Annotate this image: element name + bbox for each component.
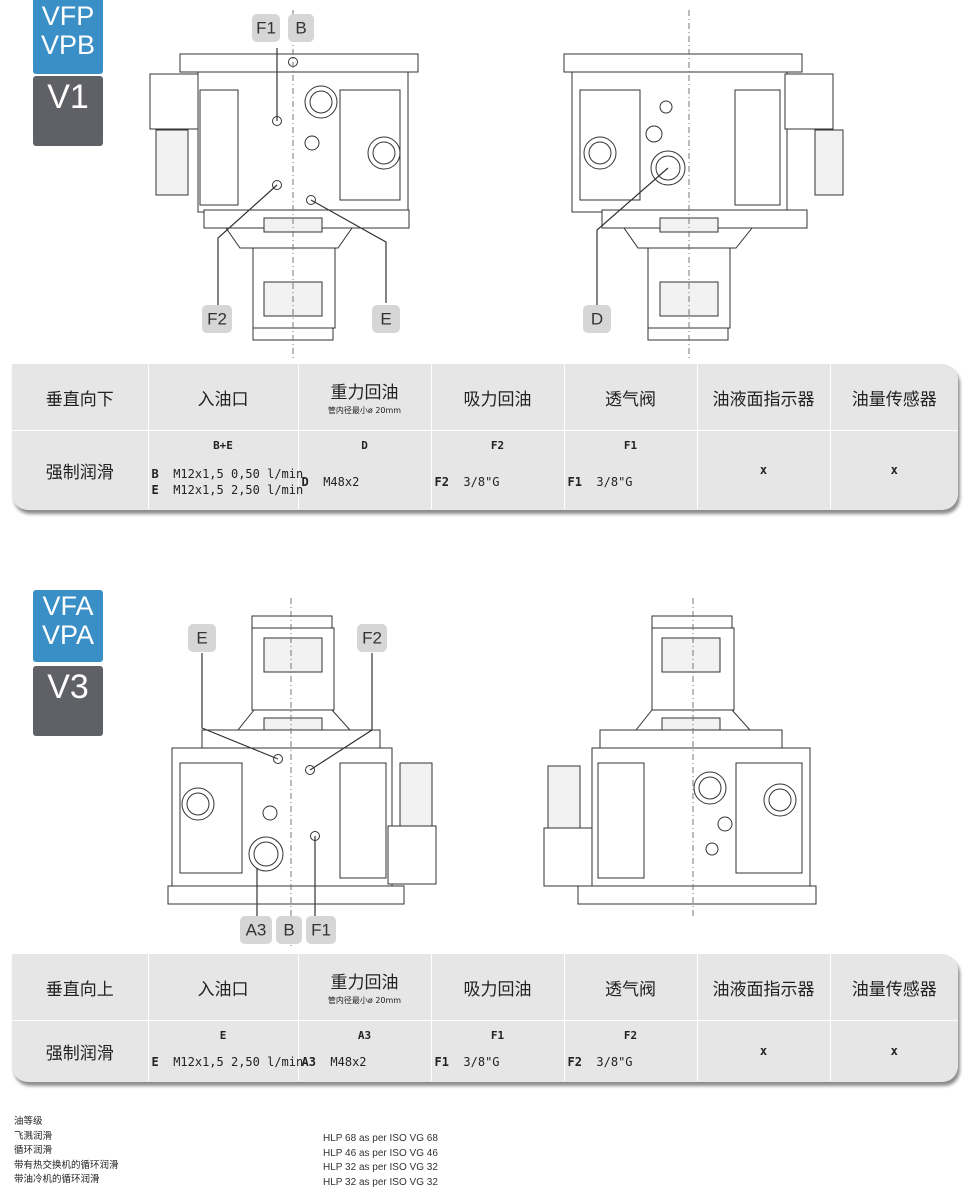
header-level-indicator: 油液面指示器	[697, 954, 831, 1021]
oil-grade-value: HLP 68 as per ISO VG 68	[323, 1133, 438, 1144]
cell-line: F1 3/8"G	[434, 1055, 500, 1069]
cell-level-indicator: x	[697, 1020, 831, 1081]
port-label-f2: F2	[357, 624, 387, 652]
check-mark: x	[890, 1044, 898, 1058]
header-suction-return: 吸力回油	[431, 364, 565, 431]
row-label-forced-lubrication: 强制润滑	[12, 430, 149, 509]
spec-table-up: 垂直向上 入油口 重力回油 管内径最小ø 20mm 吸力回油 透气阀 油液面指示…	[12, 954, 958, 1082]
cell-gravity-return: A3 A3 M48x2	[298, 1020, 432, 1081]
oil-grade-value: HLP 46 as per ISO VG 46	[323, 1147, 438, 1159]
cell-line: D M48x2	[301, 475, 360, 489]
row-label-forced-lubrication: 强制润滑	[12, 1020, 149, 1081]
oil-grade-value: HLP 32 as per ISO VG 32	[323, 1162, 438, 1174]
svg-text:F2: F2	[362, 629, 382, 648]
badge-line-1: VFA	[42, 591, 94, 621]
header-orientation: 垂直向上	[12, 954, 149, 1021]
cell-code: F1	[490, 1029, 505, 1042]
svg-text:F1: F1	[311, 921, 331, 940]
port-label-b: B	[276, 916, 302, 944]
header-suction-return: 吸力回油	[431, 954, 565, 1021]
cell-breather: F2 F2 3/8"G	[564, 1020, 698, 1081]
cell-breather: F1 F1 3/8"G	[564, 430, 698, 509]
svg-text:F1: F1	[256, 19, 276, 38]
svg-text:B: B	[283, 921, 294, 940]
version-badge-v3: V3	[33, 666, 103, 736]
cell-code: F2	[623, 1029, 638, 1042]
header-gravity-return: 重力回油 管内径最小ø 20mm	[298, 364, 432, 431]
port-label-b: B	[288, 14, 314, 42]
check-mark: x	[759, 1044, 768, 1058]
oil-grade-name: 带油冷机的循环润滑	[14, 1174, 100, 1186]
cell-line: E M12x1,5 2,50 l/min	[151, 483, 304, 497]
cell-code: D	[361, 439, 368, 452]
mount-badge-vfp-vpb: VFP VPB	[33, 0, 103, 74]
badge-line-1: VFP	[41, 1, 95, 31]
port-label-a3: A3	[240, 916, 272, 944]
header-breather: 透气阀	[564, 954, 698, 1021]
oil-grade-name: 循环润滑	[14, 1145, 53, 1157]
header-level-sensor: 油量传感器	[830, 954, 958, 1021]
header-gravity-return: 重力回油 管内径最小ø 20mm	[298, 954, 432, 1021]
cell-gravity-return: D D M48x2	[298, 430, 432, 509]
cell-level-indicator: x	[697, 430, 831, 509]
port-label-f1: F1	[252, 14, 280, 42]
mount-badge-vfa-vpa: VFA VPA	[33, 590, 103, 662]
cell-suction-return: F1 F1 3/8"G	[431, 1020, 565, 1081]
svg-text:F2: F2	[207, 310, 227, 329]
header-gravity-return-sub: 管内径最小ø 20mm	[327, 406, 402, 415]
port-label-e: E	[372, 305, 400, 333]
header-orientation: 垂直向下	[12, 364, 149, 431]
header-gravity-return-sub: 管内径最小ø 20mm	[327, 996, 402, 1005]
oil-grade-title: 油等级	[14, 1116, 43, 1127]
spec-table-down: 垂直向下 入油口 重力回油 管内径最小ø 20mm 吸力回油 透气阀 油液面指示…	[12, 364, 958, 510]
cell-code: F2	[490, 439, 505, 452]
cell-line: F1 3/8"G	[567, 475, 633, 489]
badge-line-2: VPB	[40, 30, 96, 60]
gearbox-drawing-up-side	[540, 598, 830, 918]
gearbox-drawing-down-side: D	[560, 10, 850, 360]
cell-code: A3	[357, 1029, 372, 1042]
port-label-d: D	[583, 305, 611, 333]
svg-text:D: D	[591, 310, 603, 329]
cell-code: E	[219, 1029, 227, 1042]
svg-text:E: E	[196, 629, 207, 648]
svg-text:B: B	[295, 19, 306, 38]
gearbox-drawing-down-front: F1 B F2 E	[140, 10, 440, 360]
check-mark: x	[890, 463, 898, 477]
port-label-f2: F2	[202, 305, 232, 333]
svg-text:E: E	[380, 310, 391, 329]
oil-grade-values: HLP 68 as per ISO VG 68 HLP 46 as per IS…	[323, 1132, 438, 1190]
oil-grade-name: 飞溅润滑	[14, 1130, 53, 1142]
header-gravity-return-label: 重力回油	[330, 383, 399, 403]
cell-level-sensor: x	[830, 431, 958, 510]
check-mark: x	[759, 463, 768, 477]
port-label-e: E	[188, 624, 216, 652]
cell-level-sensor: x	[830, 1021, 958, 1082]
cell-line: F2 3/8"G	[567, 1055, 633, 1069]
cell-code: F1	[623, 439, 638, 452]
oil-grade-value: HLP 32 as per ISO VG 32	[323, 1176, 438, 1188]
port-label-f1: F1	[306, 916, 336, 944]
header-inlet: 入油口	[148, 364, 299, 431]
version-badge-v1: V1	[33, 76, 103, 146]
header-level-sensor: 油量传感器	[830, 364, 958, 431]
cell-line: B M12x1,5 0,50 l/min	[151, 467, 304, 481]
badge-line-2: VPA	[41, 620, 95, 650]
header-level-indicator: 油液面指示器	[697, 364, 831, 431]
cell-line: F2 3/8"G	[434, 475, 500, 489]
cell-inlet: E E M12x1,5 2,50 l/min	[148, 1020, 303, 1081]
svg-text:A3: A3	[246, 921, 267, 940]
oil-grade-name: 带有热交换机的循环润滑	[14, 1159, 119, 1171]
cell-code: B+E	[213, 439, 233, 452]
gearbox-drawing-up-front: E F2 A3 B F1	[160, 598, 450, 948]
cell-suction-return: F2 F2 3/8"G	[431, 430, 565, 509]
header-breather: 透气阀	[564, 364, 698, 431]
cell-inlet: B+E B M12x1,5 0,50 l/min E M12x1,5 2,50 …	[148, 430, 303, 509]
header-gravity-return-label: 重力回油	[330, 973, 399, 993]
cell-line: A3 M48x2	[301, 1055, 367, 1069]
cell-line: E M12x1,5 2,50 l/min	[151, 1055, 304, 1069]
oil-grade-list: 油等级 飞溅润滑 循环润滑 带有热交换机的循环润滑 带油冷机的循环润滑	[14, 1115, 119, 1188]
header-inlet: 入油口	[148, 954, 299, 1021]
